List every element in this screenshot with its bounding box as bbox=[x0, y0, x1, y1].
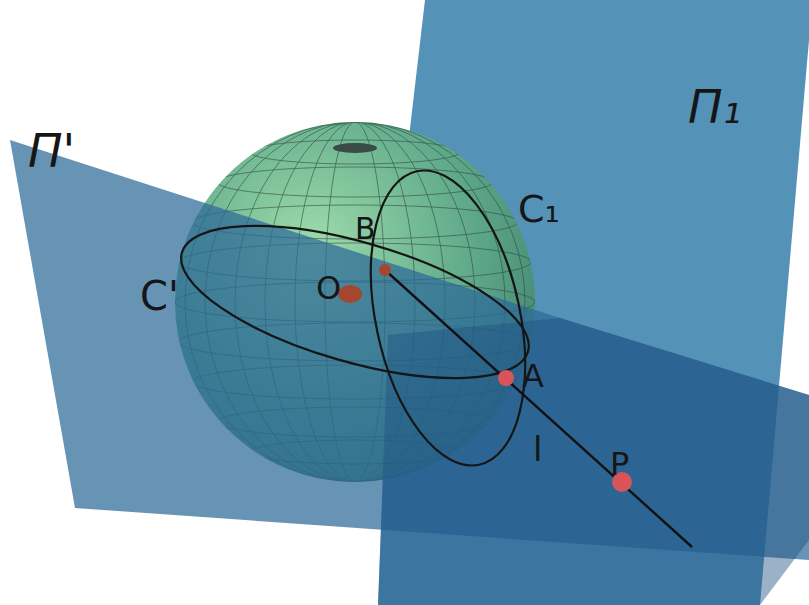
point-a bbox=[498, 370, 514, 386]
point-label: Π₁ bbox=[688, 84, 741, 130]
point-label: P bbox=[610, 448, 629, 480]
point-label: B bbox=[355, 214, 376, 244]
plane-overlap bbox=[378, 318, 809, 605]
pole bbox=[333, 143, 377, 153]
point-b bbox=[379, 264, 391, 276]
point-o bbox=[338, 285, 362, 303]
point-label: C₁ bbox=[518, 190, 560, 228]
point-label: C' bbox=[140, 276, 179, 316]
point-label: A bbox=[522, 360, 544, 392]
line-l bbox=[385, 270, 692, 547]
point-label: Π' bbox=[28, 128, 75, 174]
point-label: l bbox=[533, 432, 542, 466]
circle-c-prime bbox=[165, 195, 544, 410]
point-label: O bbox=[316, 272, 341, 304]
